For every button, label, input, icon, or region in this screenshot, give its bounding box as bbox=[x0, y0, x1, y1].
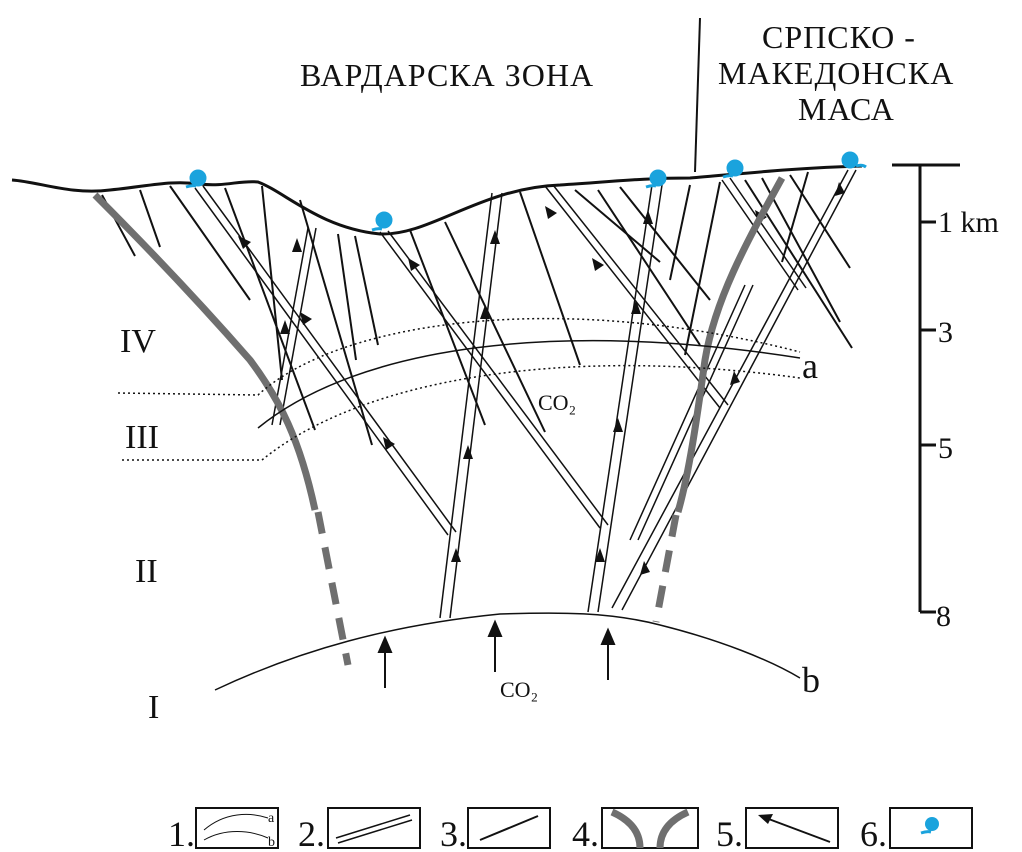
flow-arrows bbox=[238, 182, 845, 575]
legend-sub-b: b bbox=[268, 835, 275, 850]
legend-sub-a: a bbox=[268, 811, 275, 826]
spring-icon bbox=[722, 159, 744, 179]
up-arrow bbox=[600, 627, 616, 645]
scale-label-8: 8 bbox=[936, 600, 951, 633]
region-label-vardar: ВАРДАРСКА ЗОНА bbox=[300, 57, 594, 93]
boundary-a-top bbox=[117, 317, 801, 396]
legend-number: 2. bbox=[298, 814, 325, 852]
spring-icon bbox=[371, 211, 393, 232]
flow-arrow bbox=[640, 561, 650, 575]
conduits bbox=[194, 169, 857, 619]
fault-line bbox=[519, 191, 581, 366]
co2-source-arrows bbox=[377, 619, 616, 688]
fault-line bbox=[444, 221, 546, 433]
legend-item-3: 3. bbox=[440, 807, 551, 852]
region-label-serbo-2: МАКЕДОНСКА bbox=[718, 55, 954, 91]
conduit bbox=[271, 227, 317, 426]
legend-number: 6. bbox=[860, 814, 887, 852]
faults bbox=[101, 171, 853, 446]
legend-number: 4. bbox=[572, 814, 599, 852]
flow-arrow bbox=[643, 210, 653, 224]
legend-number: 3. bbox=[440, 814, 467, 852]
fault-line bbox=[781, 171, 809, 263]
region-divider bbox=[694, 17, 701, 173]
region-label-serbo-1: СРПСКО - bbox=[762, 19, 916, 55]
fault-line bbox=[261, 185, 283, 381]
co2-label-upper: CO₂ bbox=[538, 390, 576, 415]
legend-item-6: 6. bbox=[860, 807, 973, 852]
flow-arrow bbox=[383, 437, 395, 450]
layer-label-iv: IV bbox=[120, 323, 156, 360]
legend-number: 5. bbox=[716, 814, 743, 852]
fault-line bbox=[684, 181, 721, 356]
co2-label-lower: CO₂ bbox=[500, 677, 538, 702]
up-arrow bbox=[487, 619, 503, 637]
ground-surface bbox=[11, 164, 863, 236]
fault-line bbox=[761, 177, 841, 323]
fault-line bbox=[409, 229, 486, 426]
flow-arrow bbox=[835, 182, 845, 196]
conduit bbox=[587, 184, 663, 613]
scale-label-5: 5 bbox=[938, 432, 953, 465]
scale-label-3: 3 bbox=[938, 316, 953, 349]
legend-item-5: 5. bbox=[716, 807, 839, 852]
flow-arrow bbox=[280, 320, 290, 334]
layer-label-ii: II bbox=[135, 553, 158, 590]
legend-item-1: 1. a b bbox=[168, 807, 279, 852]
deep-fault-left-dashed bbox=[314, 511, 352, 666]
fault-line bbox=[299, 199, 373, 446]
deep-fault-right bbox=[674, 176, 786, 513]
flow-arrow bbox=[730, 371, 740, 385]
flow-arrow bbox=[545, 206, 557, 219]
flow-arrow bbox=[480, 305, 490, 319]
conduit bbox=[194, 185, 457, 536]
fault-line bbox=[139, 189, 161, 248]
depth-scale bbox=[892, 163, 960, 614]
flow-arrow bbox=[592, 258, 604, 271]
flow-arrow bbox=[463, 445, 473, 459]
scale-label-1km: 1 km bbox=[938, 206, 999, 239]
boundary-label-b: b bbox=[802, 660, 820, 700]
conduit bbox=[721, 177, 807, 291]
flow-arrow bbox=[292, 238, 302, 252]
flow-arrow bbox=[613, 418, 623, 432]
conduit bbox=[439, 192, 503, 619]
flow-arrow bbox=[595, 548, 605, 562]
conduit bbox=[611, 169, 857, 611]
boundary-label-a: a bbox=[802, 346, 818, 386]
fault-line bbox=[574, 189, 661, 263]
legend-item-2: 2. bbox=[298, 807, 421, 852]
boundary-b bbox=[214, 612, 801, 691]
up-arrow bbox=[377, 635, 393, 653]
flow-arrow bbox=[300, 312, 312, 325]
fault-line bbox=[619, 186, 711, 301]
layer-label-i: I bbox=[148, 689, 159, 726]
boundary-a-bottom bbox=[122, 364, 801, 461]
deep-fault-left bbox=[92, 192, 319, 511]
legend: 1. a b 2. 3. 4. 5. bbox=[168, 807, 973, 852]
flow-arrow bbox=[451, 548, 461, 562]
layer-label-iii: III bbox=[125, 419, 159, 456]
fault-line bbox=[224, 187, 316, 431]
legend-number: 1. bbox=[168, 814, 195, 852]
flow-arrow bbox=[631, 300, 641, 314]
fault-line bbox=[669, 184, 691, 281]
spring-icon bbox=[185, 169, 207, 189]
fault-line bbox=[354, 235, 379, 346]
spring-icon bbox=[841, 151, 867, 169]
fault-line bbox=[169, 185, 251, 301]
boundary-a-mid bbox=[257, 339, 801, 429]
flow-arrow bbox=[238, 236, 251, 249]
spring-icon bbox=[645, 169, 667, 189]
region-label-serbo-3: МАСА bbox=[798, 91, 895, 127]
flow-arrow bbox=[490, 230, 500, 244]
flow-arrow bbox=[408, 258, 420, 271]
springs bbox=[185, 151, 867, 232]
deep-fault-right-dashed bbox=[652, 514, 680, 623]
fault-line bbox=[337, 233, 357, 361]
conduit bbox=[379, 230, 609, 529]
layer-boundaries bbox=[117, 317, 801, 691]
legend-item-4: 4. bbox=[572, 807, 699, 852]
